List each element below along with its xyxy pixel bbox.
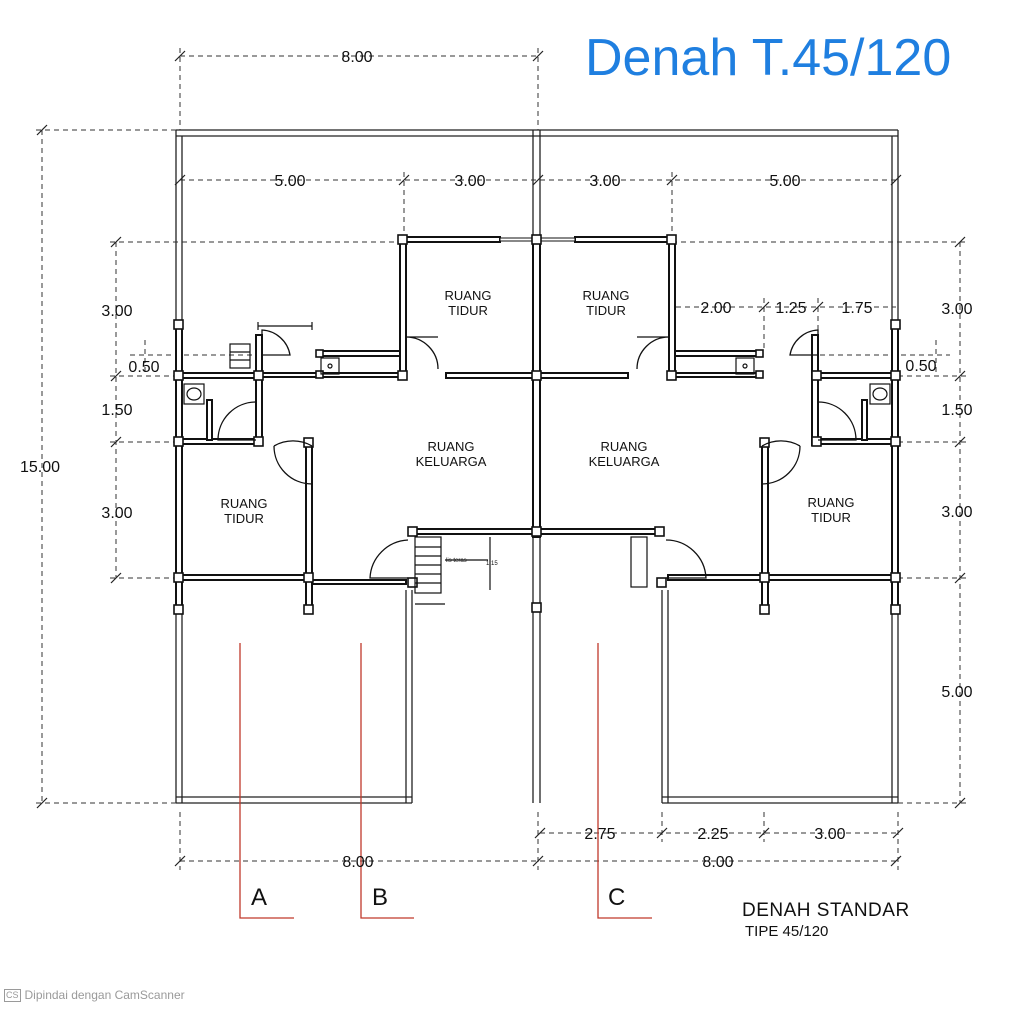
dim-right-a: 2.00 [700, 300, 731, 317]
dim-bottom-225: 2.25 [697, 826, 728, 843]
section-line-c [597, 643, 652, 919]
dim-left-050: 0.50 [128, 359, 159, 376]
section-line-b [360, 643, 414, 919]
dim-top-5-right: 5.00 [769, 173, 800, 190]
dim-right-c: 1.75 [841, 300, 872, 317]
dim-right-150: 1.50 [941, 402, 972, 419]
dim-height-total: 15.00 [20, 459, 60, 476]
dimension-lines [36, 48, 966, 870]
camscanner-logo-icon: CS [4, 989, 21, 1002]
dim-bottom-300: 3.00 [814, 826, 845, 843]
door-swings [217, 329, 857, 579]
section-line-a [239, 643, 294, 919]
note-115: 1.15 [486, 561, 498, 567]
section-letter-b: B [372, 884, 388, 911]
dim-top-total: 8.00 [341, 49, 372, 66]
dim-bottom-8-right: 8.00 [702, 854, 733, 871]
dim-top-5-left: 5.00 [274, 173, 305, 190]
caption-line-1: DENAH STANDAR [742, 900, 910, 921]
fixtures [183, 322, 891, 605]
dim-bottom-8-left: 8.00 [342, 854, 373, 871]
section-letter-a: A [251, 884, 267, 911]
walls [175, 236, 899, 613]
dim-right-b: 1.25 [775, 300, 806, 317]
section-letter-c: C [608, 884, 625, 911]
dim-right-050: 0.50 [905, 358, 936, 375]
section-lines [239, 643, 652, 919]
dimension-labels: 8.00 5.00 3.00 3.00 5.00 2.00 1.25 1.75 … [20, 49, 973, 871]
dim-bottom-275: 2.75 [584, 826, 615, 843]
watermark-text: Dipindai dengan CamScanner [24, 988, 185, 1002]
note-teras: lis teras [446, 558, 467, 564]
section-letters: A B C [251, 884, 625, 911]
dimension-ticks [36, 50, 966, 867]
dim-right-3-bottom: 3.00 [941, 504, 972, 521]
dim-left-3-top: 3.00 [101, 303, 132, 320]
dim-top-3-right: 3.00 [589, 173, 620, 190]
dim-right-3-top: 3.00 [941, 301, 972, 318]
small-notes: lis teras 1.15 [446, 558, 498, 567]
columns [173, 234, 901, 615]
dim-top-3-left: 3.00 [454, 173, 485, 190]
dim-left-3-bottom: 3.00 [101, 505, 132, 522]
caption-line-2: TIPE 45/120 [745, 923, 829, 940]
dim-right-5: 5.00 [941, 684, 972, 701]
page-title: Denah T.45/120 [585, 29, 952, 87]
dim-left-150: 1.50 [101, 402, 132, 419]
